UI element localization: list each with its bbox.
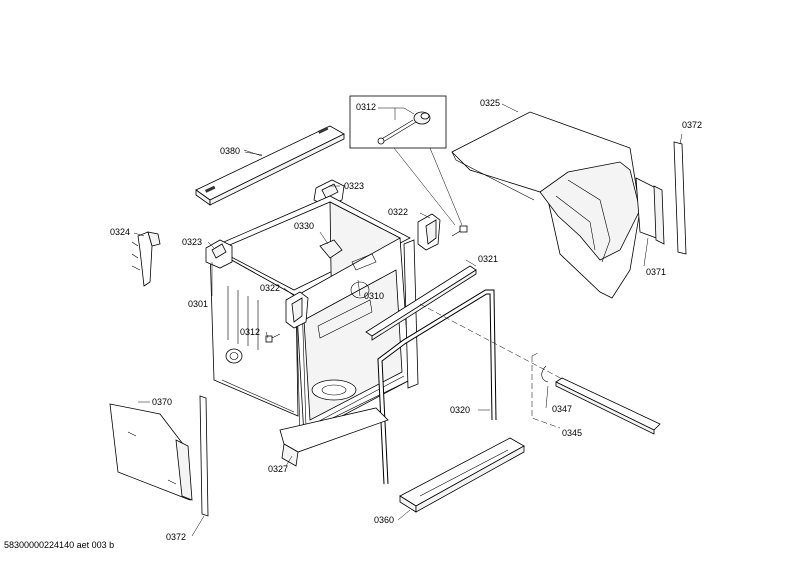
label-0323-left: 0323 — [182, 237, 202, 247]
label-0312-inset: 0312 — [356, 102, 376, 112]
label-0380: 0380 — [220, 146, 240, 156]
label-0301: 0301 — [188, 299, 208, 309]
label-0321: 0321 — [478, 254, 498, 264]
label-0327: 0327 — [268, 464, 288, 474]
screw-0312-mid — [265, 333, 281, 343]
inset-detail-0312 — [349, 95, 463, 226]
part-0323-bracket-left — [205, 239, 233, 269]
label-0330: 0330 — [294, 221, 314, 231]
drawing-reference-code: 58300000224140 aet 003 b — [4, 540, 115, 550]
part-0330 — [319, 239, 343, 259]
part-0301-tub — [209, 195, 419, 437]
label-0310: 0310 — [364, 291, 384, 301]
label-0323-top: 0323 — [344, 181, 364, 191]
part-0324-bracket — [131, 231, 161, 287]
part-0372-strip-top — [673, 133, 687, 255]
label-0322-right: 0322 — [388, 207, 408, 217]
part-0370-side-panel — [109, 403, 193, 501]
label-0345: 0345 — [562, 428, 582, 438]
part-0327-trim — [279, 407, 389, 467]
part-0345-rail-assembly — [531, 351, 661, 435]
label-0372-bottom: 0372 — [166, 532, 186, 542]
label-0320: 0320 — [450, 405, 470, 415]
label-0370: 0370 — [152, 397, 172, 407]
leader-lines — [133, 149, 549, 537]
label-0372-top: 0372 — [682, 120, 702, 130]
label-0347: 0347 — [552, 404, 572, 414]
screw-0312-right — [451, 225, 468, 237]
part-0325-insulation — [451, 103, 641, 299]
part-0310 — [351, 253, 377, 271]
label-0325: 0325 — [480, 98, 500, 108]
label-0371: 0371 — [646, 267, 666, 277]
part-0321-seal-top — [365, 265, 477, 341]
label-0322-mid: 0322 — [260, 283, 280, 293]
part-0380-top-cover — [195, 125, 345, 206]
part-0360-kickplate — [399, 437, 525, 513]
part-0371-side-plate — [635, 177, 665, 267]
label-0324: 0324 — [110, 227, 130, 237]
label-0312-mid: 0312 — [240, 327, 260, 337]
label-0360: 0360 — [374, 515, 394, 525]
part-0322-clip-mid — [285, 291, 309, 329]
part-0372-strip-bottom — [199, 395, 209, 517]
part-0322-clip-right — [417, 213, 441, 251]
part-labels: 0312 0325 0372 0380 0323 0322 0324 0323 … — [110, 98, 702, 542]
